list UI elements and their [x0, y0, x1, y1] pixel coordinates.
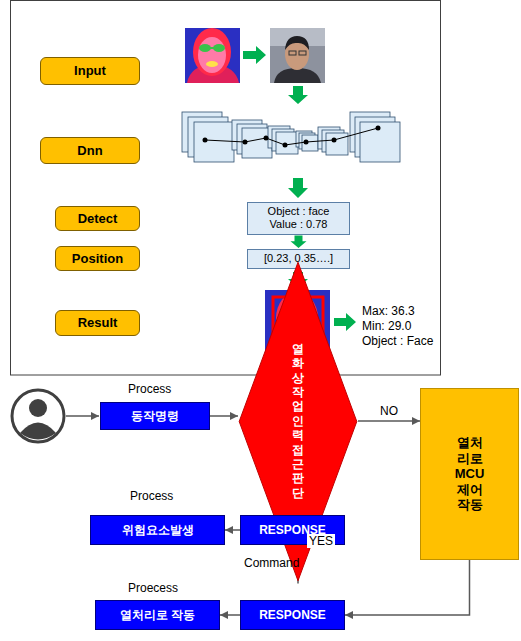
flow-arrow: [243, 46, 266, 64]
flow-arrow: [288, 86, 308, 104]
neural-network: [326, 133, 348, 155]
node-text: 열처리로 MCU 제어작동: [455, 435, 485, 513]
flow-arrow: [291, 236, 307, 249]
thermal-image: [185, 28, 240, 83]
neural-network: [205, 128, 378, 145]
thermal-image: [213, 44, 225, 52]
data-box: Object : faceValue : 0.78: [247, 202, 350, 235]
neural-network: [242, 128, 272, 158]
thermal-image: [210, 47, 214, 49]
node-text: 동작명령: [131, 409, 179, 423]
neural-network: [302, 135, 318, 151]
camera-photo: [285, 36, 309, 50]
person-icon: [29, 399, 47, 417]
neural-network: [194, 122, 234, 162]
input-wire: [66, 415, 99, 417]
temperature-readout: Object : Face: [362, 334, 433, 348]
neural-network: [376, 126, 381, 131]
node-text: Dnn: [77, 143, 102, 159]
neural-network: [360, 122, 400, 162]
thermal-image: [206, 61, 218, 67]
thermal-image: [198, 37, 226, 73]
step-note: Command: [244, 556, 299, 570]
camera-photo: [270, 28, 325, 83]
node-text: Result: [78, 315, 118, 331]
neural-network: [304, 140, 309, 145]
node-text: RESPONSE: [259, 608, 326, 622]
node-text: 위험요소발생: [122, 523, 194, 537]
neural-network: [182, 112, 400, 162]
process-box: 열처리로 작동: [95, 600, 220, 630]
neural-network: [264, 136, 269, 141]
pipeline-panel: [11, 1, 441, 376]
neural-network: [243, 140, 248, 145]
edge-label: NO: [378, 404, 400, 418]
person-icon: [12, 390, 64, 442]
camera-photo: [274, 68, 321, 83]
step-label: Detect: [55, 206, 140, 231]
neural-network: [283, 143, 288, 148]
step-label: Position: [55, 246, 140, 271]
connector: [220, 614, 240, 616]
step-label: Result: [55, 310, 140, 336]
process-box: 동작명령: [100, 402, 210, 430]
step-label: Input: [40, 57, 140, 85]
connector: [345, 560, 470, 615]
node-text: 열처리로 작동: [120, 608, 195, 622]
node-text: 열화상 작업인력 접근판단: [292, 342, 304, 500]
node-text: Object : face: [268, 205, 330, 218]
temperature-readout: Max: 36.3: [362, 304, 415, 318]
connector: [358, 420, 420, 422]
node-text: Input: [74, 63, 106, 79]
control-box: 열처리로 MCU 제어작동: [420, 388, 519, 560]
node-text: Value : 0.78: [270, 218, 328, 231]
flow-arrow: [288, 178, 308, 198]
camera-photo: [299, 51, 306, 55]
node-text: Detect: [78, 211, 118, 227]
neural-network: [203, 138, 208, 143]
process-box: 위험요소발생: [90, 515, 225, 545]
camera-photo: [270, 28, 325, 83]
flow-arrow: [334, 313, 356, 331]
connector: [225, 529, 240, 531]
edge-label: YES: [307, 534, 335, 548]
thermal-image: [193, 28, 231, 76]
person-icon: [12, 390, 64, 442]
camera-photo: [289, 51, 296, 55]
neural-network: [332, 138, 337, 143]
temperature-readout: Min: 29.0: [362, 319, 411, 333]
diamond-shape: [239, 262, 357, 581]
connector: [210, 415, 238, 417]
thermal-image: [199, 44, 211, 52]
process-box: RESPONSE: [240, 600, 345, 630]
node-text: Position: [72, 251, 123, 267]
person-icon: [20, 423, 56, 440]
thermal-image: [185, 28, 240, 83]
step-note: Process: [128, 382, 171, 396]
step-note: Process: [130, 489, 173, 503]
step-note: Proecess: [128, 581, 178, 595]
step-label: Dnn: [40, 137, 140, 164]
